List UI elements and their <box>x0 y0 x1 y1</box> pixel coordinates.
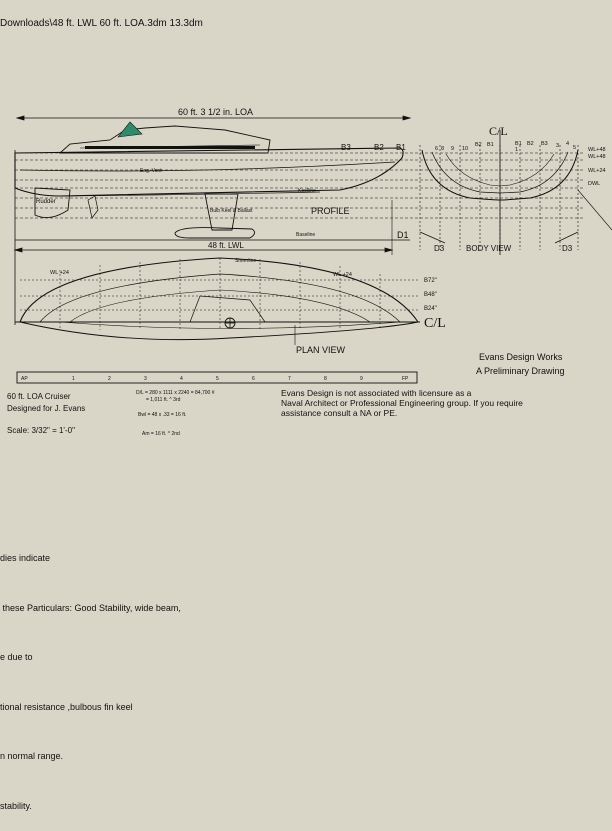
station-b1: B1 <box>396 143 406 152</box>
station-b2: B2 <box>374 143 384 152</box>
scale-tick: 4 <box>180 376 183 382</box>
station-d1: D1 <box>397 230 409 240</box>
scale-tick: 2 <box>108 376 111 382</box>
scale-note: Scale: 3/32" = 1'-0" <box>7 426 75 435</box>
b48-label: B48" <box>424 292 437 298</box>
displacement-ratio-calc: D/L = 280 x 1111 x 2240 = 84,700 # <box>136 390 215 396</box>
plan-view-label: PLAN VIEW <box>296 345 346 355</box>
cabin <box>58 125 271 154</box>
note-line: tional resistance ,bulbous fin keel <box>0 701 133 712</box>
note-line: these Particulars: Good Stability, wide … <box>0 602 181 613</box>
keelline-label: Keelline <box>298 188 316 194</box>
body-station: B2 <box>527 141 534 147</box>
b72-label: B72" <box>424 278 437 284</box>
profile-label: PROFILE <box>311 206 350 216</box>
displacement-ratio-result: = 1,011 ft. ^ 3rd <box>146 397 181 403</box>
body-station: 3 <box>556 143 559 149</box>
note-line: n normal range. <box>0 751 64 761</box>
scale-tick: 7 <box>288 376 291 382</box>
disclaimer-line-1: Evans Design is not associated with lice… <box>281 388 472 398</box>
drawing-status: A Preliminary Drawing <box>476 366 565 376</box>
station-b3: B3 <box>341 143 351 152</box>
eng-vent-label: Eng. Vent <box>140 168 162 174</box>
scale-tick: 5 <box>216 376 219 382</box>
body-view-label: BODY VIEW <box>466 244 512 253</box>
body-station: 9 <box>451 146 454 152</box>
station-d3-right: D3 <box>562 244 573 253</box>
scale-tick: 1 <box>72 376 75 382</box>
rudder-shape <box>34 187 71 219</box>
body-station: B2 <box>475 142 482 148</box>
scale-ruler <box>16 371 418 384</box>
station-d3-left: D3 <box>434 244 445 253</box>
body-station: B1 <box>515 141 522 147</box>
body-station: 8 <box>441 146 444 152</box>
scale-tick: AP <box>21 376 28 382</box>
disclaimer-line-3: assistance consult a NA or PE. <box>281 408 398 418</box>
b24-label: B24" <box>424 306 437 312</box>
body-station: 5 <box>573 145 576 151</box>
note-line: e due to <box>0 652 33 662</box>
midship-area-calc: Am = 16 ft. ^ 2nd <box>142 431 180 437</box>
body-station: B3 <box>541 141 548 147</box>
body-station: 6 <box>435 146 438 152</box>
design-notes: dies indicate these Particulars: Good St… <box>0 516 181 831</box>
bwl-calc: Bwl = 48 x .33 = 16 ft. <box>138 412 187 418</box>
body-station: 1 <box>515 147 518 153</box>
waterline-label: DWL <box>588 181 600 187</box>
boat-lines-drawing: 60 ft. 3 1/2 in. LOA C/L B3 B2 B1 Eng. V… <box>13 107 612 384</box>
body-station: 10 <box>462 146 468 152</box>
bulb-label: Bulb Keel & Ballast <box>210 208 253 214</box>
scale-tick: 8 <box>324 376 327 382</box>
lwl-label: 48 ft. LWL <box>208 241 244 250</box>
loa-label: 60 ft. 3 1/2 in. LOA <box>178 107 253 117</box>
window-title: Downloads\48 ft. LWL 60 ft. LOA.3dm 13.3… <box>0 18 203 29</box>
body-station: 4 <box>566 141 569 147</box>
note-line: stability. <box>0 800 32 811</box>
cl-plan-label: C/L <box>424 316 446 331</box>
waterline-label: WL+24 <box>588 168 606 174</box>
disclaimer-line-2: Naval Architect or Professional Engineer… <box>281 398 523 408</box>
scale-tick: 3 <box>144 376 147 382</box>
firm-name: Evans Design Works <box>479 352 563 362</box>
scale-tick: 6 <box>252 376 255 382</box>
waterline-label: WL+48 <box>588 154 606 160</box>
waterline-label: WL+48 <box>588 147 606 153</box>
cl-top-label: C/L <box>489 124 508 138</box>
rudder-label: Rudder <box>36 199 56 205</box>
body-station: B1 <box>487 142 494 148</box>
note-line: dies indicate <box>0 553 51 563</box>
wl24-left-label: WL +24 <box>50 270 69 276</box>
hull-profile <box>14 147 404 197</box>
flybridge-glass <box>117 121 143 138</box>
designed-for: Designed for J. Evans <box>7 404 86 413</box>
scale-tick: 9 <box>360 376 363 382</box>
keel-bulb <box>174 227 255 239</box>
design-name: 60 ft. LOA Cruiser <box>7 392 71 401</box>
baseline-label: Baseline <box>296 232 315 238</box>
fin-keel <box>204 193 239 231</box>
scale-tick: FP <box>402 376 409 382</box>
wl24-right-label: WL +24 <box>333 272 352 278</box>
sheerline-label: Sheerline <box>235 258 256 264</box>
